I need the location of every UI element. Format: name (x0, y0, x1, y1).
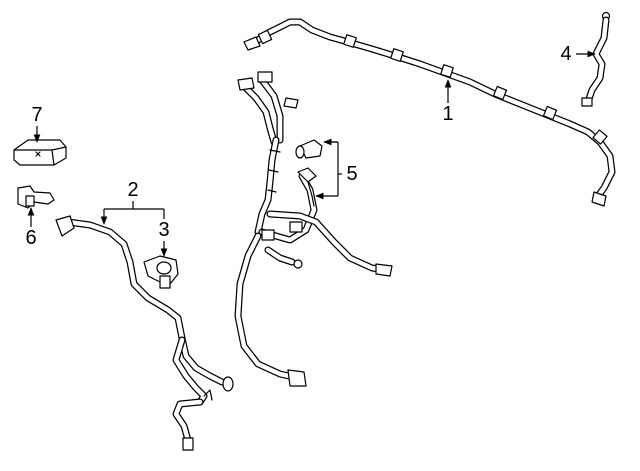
ground-strap-part-4 (581, 11, 611, 107)
clip-part-6 (17, 185, 55, 209)
callouts: 1 2 3 4 5 6 7 (25, 43, 596, 257)
callout-4: 4 (560, 43, 571, 65)
callout-2: 2 (127, 179, 138, 201)
callout-1: 1 (442, 103, 453, 125)
callout-6: 6 (25, 227, 36, 249)
connector-right (591, 191, 607, 207)
connector-left (243, 36, 261, 51)
callout-7: 7 (31, 104, 42, 126)
sensor-part-3 (143, 255, 179, 289)
harness-clips (257, 29, 608, 145)
harness-part-1 (243, 18, 616, 207)
cable-part-2 (55, 215, 234, 451)
callout-5: 5 (346, 163, 357, 185)
cover-part-7 (13, 139, 67, 166)
socket-part-5 (295, 139, 323, 207)
callout-3: 3 (158, 219, 169, 241)
harness-part-5 (234, 71, 393, 387)
